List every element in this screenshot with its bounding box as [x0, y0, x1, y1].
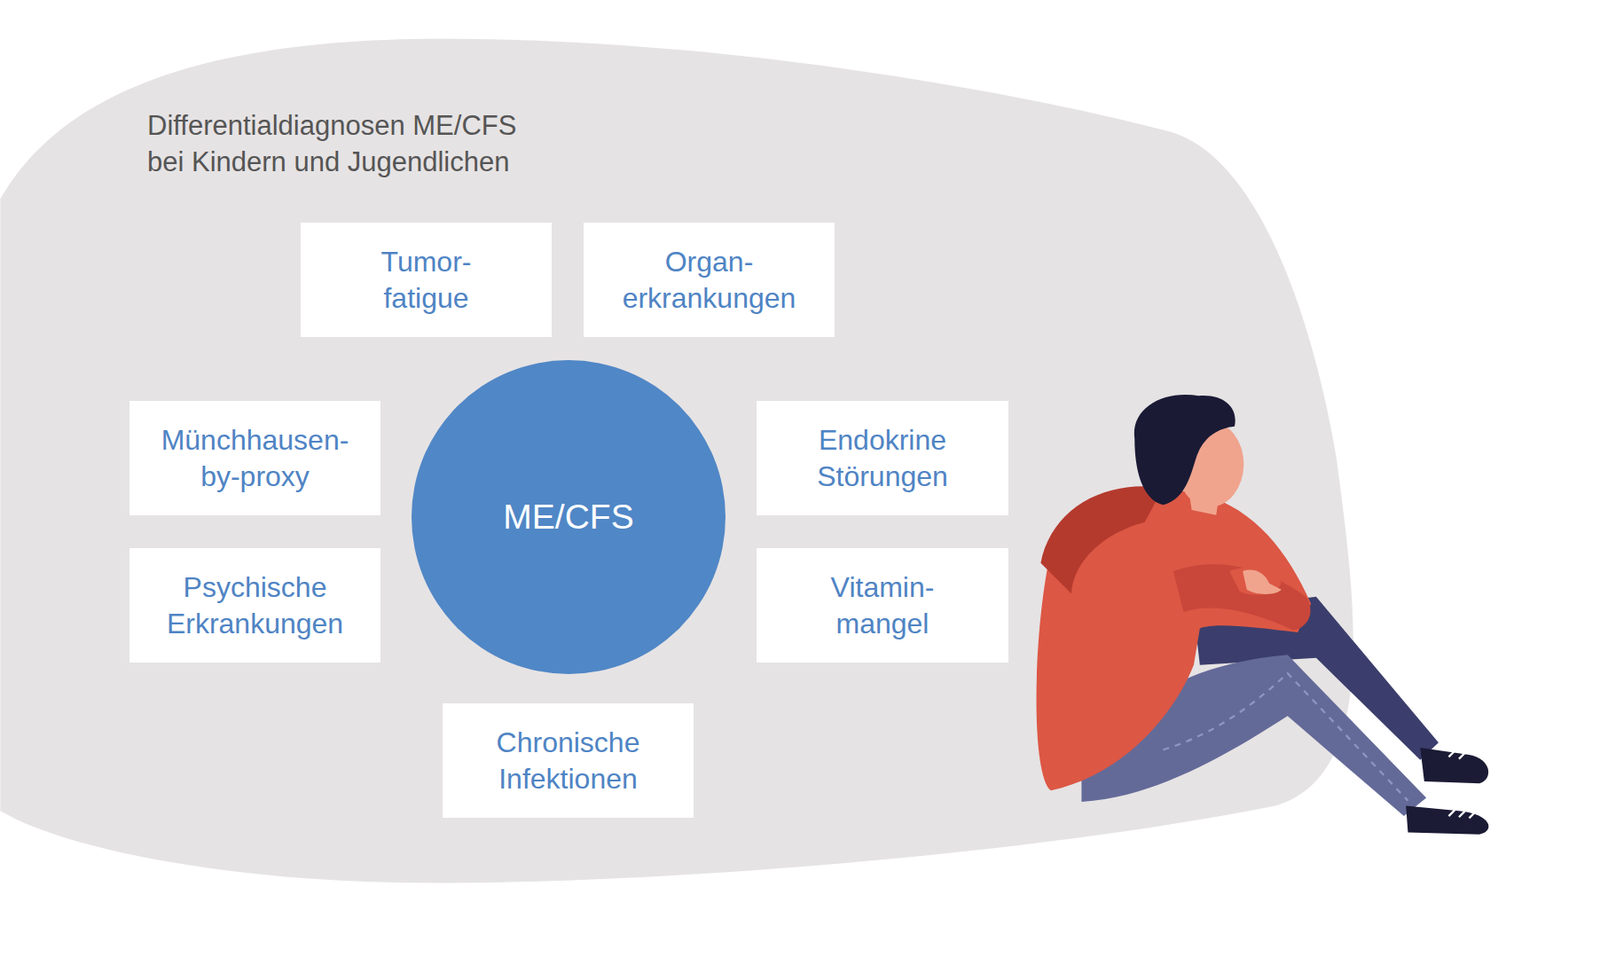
diagnosis-label: Organ- erkrankungen	[620, 243, 799, 317]
center-circle: ME/CFS	[411, 360, 726, 675]
diagnosis-box: Chronische Infektionen	[442, 703, 694, 818]
diagnosis-label: Endokrine Störungen	[815, 422, 950, 495]
diagnosis-box: Vitamin- mangel	[756, 548, 1009, 663]
diagnosis-label: Psychische Erkrankungen	[164, 569, 346, 643]
diagnosis-box: Tumor- fatigue	[300, 222, 552, 338]
sitting-person	[1036, 394, 1490, 835]
diagnosis-label: Vitamin- mangel	[829, 569, 937, 643]
diagnosis-box: Endokrine Störungen	[756, 400, 1009, 516]
center-label: ME/CFS	[501, 496, 636, 538]
diagnosis-box: Münchhausen- by-proxy	[129, 400, 381, 516]
diagnosis-box: Psychische Erkrankungen	[129, 548, 381, 663]
diagnosis-label: Tumor- fatigue	[379, 243, 474, 317]
diagnosis-box: Organ- erkrankungen	[583, 222, 835, 338]
diagnosis-label: Münchhausen- by-proxy	[159, 422, 352, 495]
diagnosis-label: Chronische Infektionen	[494, 724, 643, 798]
diagram-title: Differentialdiagnosen ME/CFS bei Kindern…	[147, 107, 542, 181]
